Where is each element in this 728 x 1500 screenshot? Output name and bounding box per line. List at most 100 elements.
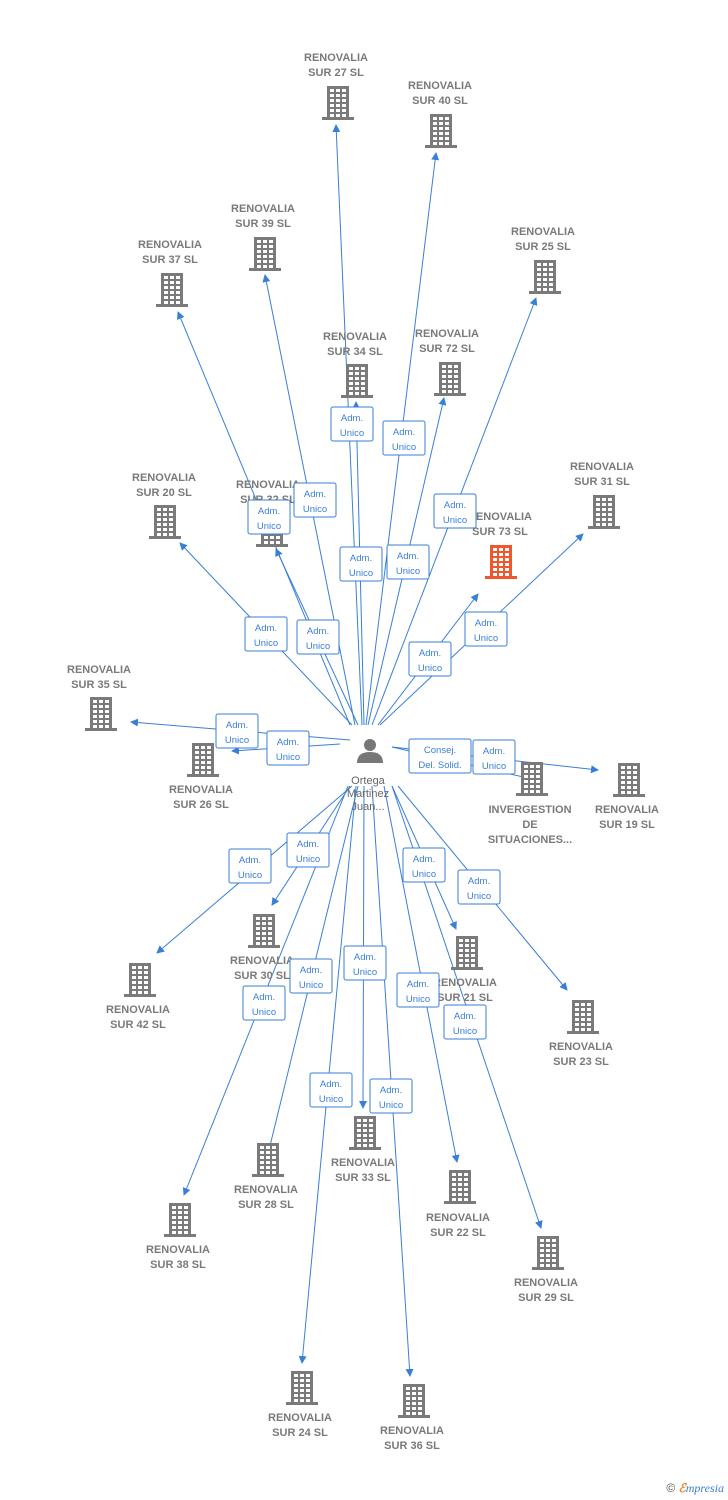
building-window xyxy=(452,1193,456,1196)
building-window xyxy=(448,385,452,388)
building-window xyxy=(608,503,612,506)
building-window xyxy=(336,114,340,117)
building-window xyxy=(499,558,503,561)
role-label-line: Unico xyxy=(296,854,320,865)
building-window xyxy=(169,533,173,536)
building-window xyxy=(93,705,97,708)
building-window xyxy=(178,1216,182,1219)
company-name-line: RENOVALIA xyxy=(514,1277,578,1289)
building-window xyxy=(448,365,452,368)
building-window xyxy=(546,1259,550,1262)
building-window xyxy=(465,939,469,942)
building-window xyxy=(157,533,161,536)
role-label-line: Unico xyxy=(299,980,323,991)
building-window xyxy=(575,1018,579,1021)
building-window xyxy=(448,370,452,373)
company-name-line: SUR 22 SL xyxy=(430,1227,486,1239)
building-window xyxy=(445,127,449,130)
building-window xyxy=(536,785,540,788)
building-window xyxy=(596,523,600,526)
role-label-line: Unico xyxy=(306,641,330,652)
role-label-line: Adm. xyxy=(468,876,490,887)
building-window xyxy=(552,1249,556,1252)
building-window xyxy=(266,1151,270,1154)
building-window xyxy=(552,1264,556,1267)
building-window xyxy=(138,971,142,974)
building-icon xyxy=(187,743,219,777)
role-label-text: Adm.Unico xyxy=(319,1079,343,1105)
building-window xyxy=(170,276,174,279)
role-label-line: Adm. xyxy=(304,489,326,500)
company-name-line: RENOVALIA xyxy=(236,479,300,491)
building-window xyxy=(524,770,528,773)
company-name-line: RENOVALIA xyxy=(323,331,387,343)
building-window xyxy=(184,1231,188,1234)
building-window xyxy=(536,770,540,773)
role-label-sur72: Adm.Unico xyxy=(386,544,430,580)
role-label-text: Adm.Unico xyxy=(276,737,300,763)
building-window xyxy=(144,971,148,974)
building-window xyxy=(300,1399,304,1402)
building-window xyxy=(369,1139,373,1142)
building-window xyxy=(552,1244,556,1247)
building-window xyxy=(269,265,273,268)
building-window xyxy=(342,94,346,97)
building-window xyxy=(355,367,359,370)
building-window xyxy=(627,786,631,789)
building-window xyxy=(363,1139,367,1142)
building-window xyxy=(412,1387,416,1390)
building-icon xyxy=(588,495,620,529)
building-window xyxy=(163,523,167,526)
building-window xyxy=(530,790,534,793)
building-window xyxy=(99,700,103,703)
building-window xyxy=(608,523,612,526)
building-window xyxy=(602,503,606,506)
role-label-box xyxy=(472,739,516,775)
role-label-sur31: Adm.Unico xyxy=(464,611,508,647)
building-window xyxy=(439,132,443,135)
brand-logo[interactable]: ℰmpresia xyxy=(678,1481,725,1495)
role-label-box xyxy=(228,848,272,884)
company-name-line: RENOVALIA xyxy=(380,1425,444,1437)
role-label-line: Unico xyxy=(482,761,506,772)
company-name-line: SUR 21 SL xyxy=(437,992,493,1004)
building-window xyxy=(266,1146,270,1149)
building-window xyxy=(587,1003,591,1006)
building-window xyxy=(549,263,553,266)
building-window xyxy=(633,781,637,784)
building-window xyxy=(336,109,340,112)
building-window xyxy=(270,536,274,539)
building-window xyxy=(581,1008,585,1011)
building-window xyxy=(164,301,168,304)
